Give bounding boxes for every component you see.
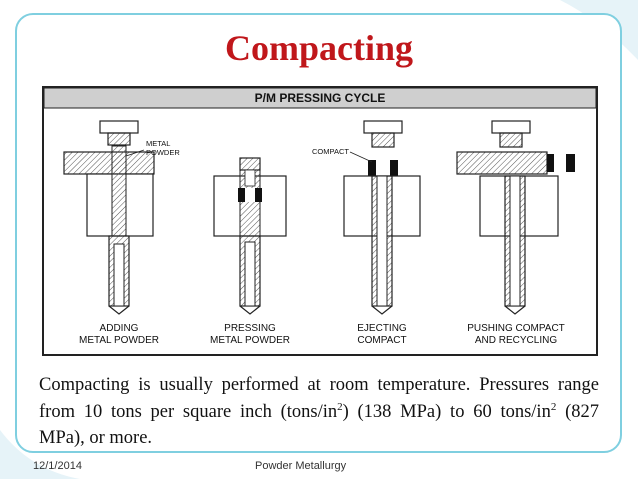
stage-ejecting: COMPACT EJECTING COMPACT [312,120,421,346]
diagram-header: P/M PRESSING CYCLE [255,91,386,105]
superscript-2: 2 [550,400,557,413]
body-text-part-1: Compacting is usually performed at room … [39,375,599,422]
footer-title: Powder Metallurgy [255,460,347,472]
stage-pushing: PUSHING COMPACT AND RECYCLING [456,120,575,346]
footer-date: 12/1/2014 [33,460,82,472]
body-paragraph: Compacting is usually performed at room … [39,372,599,452]
stage-label-line1: ADDING [100,323,139,334]
stage-label-line1: PUSHING COMPACT [467,323,565,334]
stage-label-line1: PRESSING [224,323,276,334]
slide-title: Compacting [225,28,413,68]
callout-metal-powder-line2: POWDER [146,148,180,157]
diagram-header-bar [43,87,597,109]
stage-pressing: PRESSING METAL POWDER [210,157,290,346]
pm-pressing-cycle-diagram: P/M PRESSING CYCLE METAL POWDER ADDING M… [42,86,598,356]
body-text-part-3: (827 MPa), or more. [39,401,599,449]
callout-compact: COMPACT [312,147,349,156]
callout-metal-powder-line1: METAL [146,139,170,148]
stage-label-line2: METAL POWDER [210,335,290,346]
stage-label-line1: EJECTING [357,323,407,334]
stage-label-line2: COMPACT [357,335,406,346]
stage-label-line2: AND RECYCLING [475,335,557,346]
stage-adding: METAL POWDER ADDING METAL POWDER [63,120,180,346]
superscript-1: 2 [337,400,343,413]
stage-label-line2: METAL POWDER [79,335,159,346]
body-text-part-2: ) (138 MPa) to 60 tons/in [342,401,551,422]
